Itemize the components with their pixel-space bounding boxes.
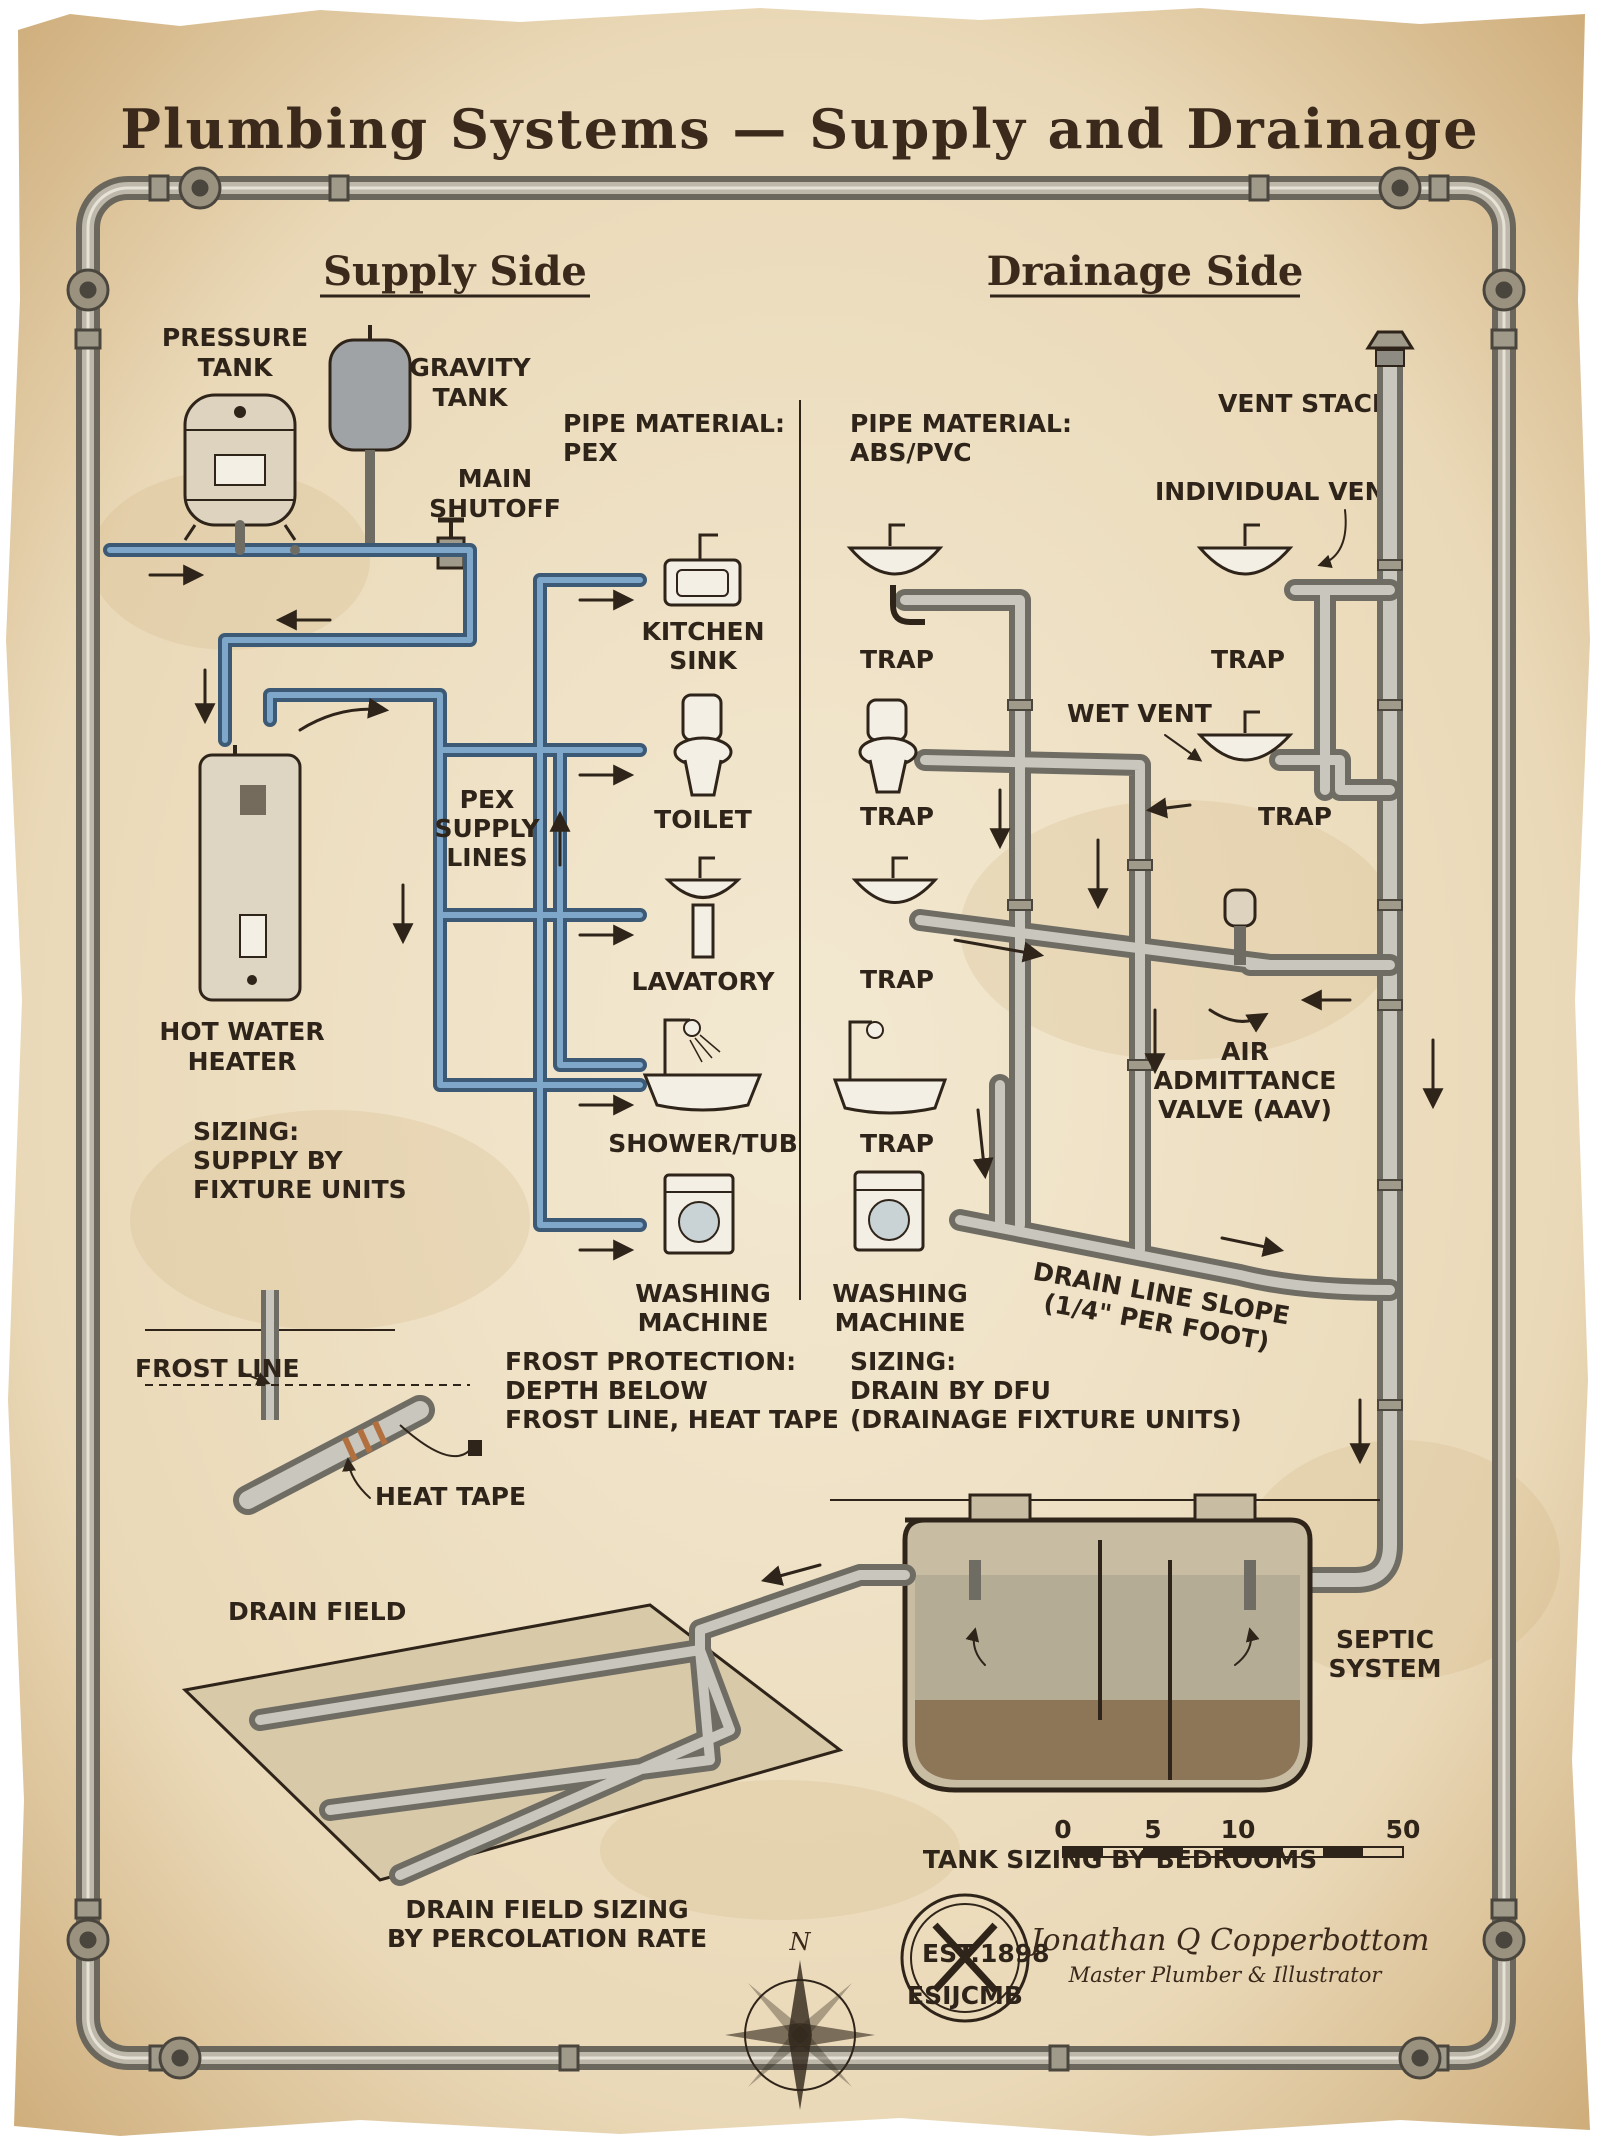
drain-pipes	[894, 337, 1403, 1593]
drain-lavatory-3-icon	[1196, 710, 1294, 762]
drain-lavatory-4-icon	[851, 856, 939, 904]
septic-inlet-arrows	[1234, 1627, 1260, 1666]
aav-valve-icon	[1223, 888, 1257, 965]
water-heater	[198, 745, 302, 1002]
seal-stamp: EST. 1898 ESIJCMB	[900, 1893, 1050, 2023]
drain-tub-icon	[832, 1020, 948, 1115]
drain-washing-machine-icon	[853, 1170, 925, 1252]
seal-initials: ESIJCMB	[907, 1981, 1023, 2010]
seal-est: EST.	[922, 1939, 980, 1968]
trap-label-5: TRAP	[860, 965, 934, 994]
shower-tub-label: SHOWER/TUB	[608, 1129, 798, 1158]
heat-tape-arrow	[342, 1457, 371, 1499]
drain-field-arrow	[760, 1563, 822, 1586]
flow-arrows-drainage	[953, 788, 1444, 1465]
trap-label-1: TRAP	[860, 645, 934, 674]
kitchen-sink-icon	[663, 533, 742, 607]
septic-tank	[902, 1493, 1313, 1793]
toilet-label: TOILET	[654, 805, 752, 834]
supply-side-heading: Supply Side	[323, 248, 587, 295]
individual-vent-label: INDIVIDUAL VENT	[1155, 477, 1403, 506]
heat-tape-label: HEAT TAPE	[375, 1482, 526, 1511]
scale-bar: 0 5 10 50	[1054, 1815, 1421, 1858]
drainage-pipe-material: PIPE MATERIAL:ABS/PVC	[850, 409, 1072, 467]
septic-outlet-arrows	[965, 1627, 986, 1666]
compass-north: N	[789, 1928, 812, 1956]
trap-label-6: TRAP	[860, 1129, 934, 1158]
scale-tick-5: 5	[1144, 1815, 1161, 1844]
vent-stack-label: VENT STACK	[1218, 389, 1393, 418]
toilet-icon	[673, 693, 733, 797]
drain-lavatory-2-icon	[1196, 523, 1294, 576]
supply-pipe-material: PIPE MATERIAL:PEX	[563, 409, 785, 467]
scale-tick-10: 10	[1221, 1815, 1256, 1844]
seal-year: 1898	[980, 1939, 1050, 1968]
washing-machine-icon	[663, 1173, 735, 1255]
scale-tick-0: 0	[1054, 1815, 1071, 1844]
lavatory-icon	[664, 856, 742, 959]
trap-label-2: TRAP	[1211, 645, 1285, 674]
drain-field-label: DRAIN FIELD	[228, 1597, 406, 1626]
frost-line-label: FROST LINE	[135, 1354, 300, 1383]
wet-vent-arrow	[1164, 734, 1203, 762]
lavatory-label: LAVATORY	[632, 967, 776, 996]
drain-field-pipes	[249, 1564, 916, 1886]
flow-arrows-supply	[148, 564, 635, 1261]
signature-role: Master Plumber & Illustrator	[1068, 1963, 1384, 1987]
individual-vent-arrow	[1317, 509, 1347, 569]
signature-name: Jonathan Q Copperbottom	[1025, 1923, 1430, 1958]
drainage-side-heading: Drainage Side	[987, 248, 1304, 295]
drainage-sizing-label: SIZING:DRAIN BY DFU(DRAINAGE FIXTURE UNI…	[850, 1347, 1242, 1434]
drain-toilet-icon	[858, 698, 918, 794]
compass-rose-icon	[725, 1960, 875, 2110]
trap-label-3: TRAP	[860, 802, 934, 831]
heater-feed-pipe	[235, 520, 300, 555]
trap-label-4: TRAP	[1258, 802, 1332, 831]
drain-lavatory-1-icon	[846, 523, 944, 625]
page-title: Plumbing Systems — Supply and Drainage	[120, 97, 1479, 161]
vent-cap-icon	[1365, 330, 1415, 367]
shower-tub-icon	[642, 1018, 763, 1112]
pex-supply-pipes	[103, 543, 647, 1232]
frost-detail	[145, 1290, 482, 1515]
wet-vent-label: WET VENT	[1067, 699, 1212, 728]
pressure-tank	[183, 393, 297, 541]
gravity-tank	[328, 325, 412, 545]
scale-tick-50: 50	[1386, 1815, 1421, 1844]
gear-valve-icon	[66, 166, 1526, 2080]
frost-line-arrow	[239, 1371, 271, 1386]
